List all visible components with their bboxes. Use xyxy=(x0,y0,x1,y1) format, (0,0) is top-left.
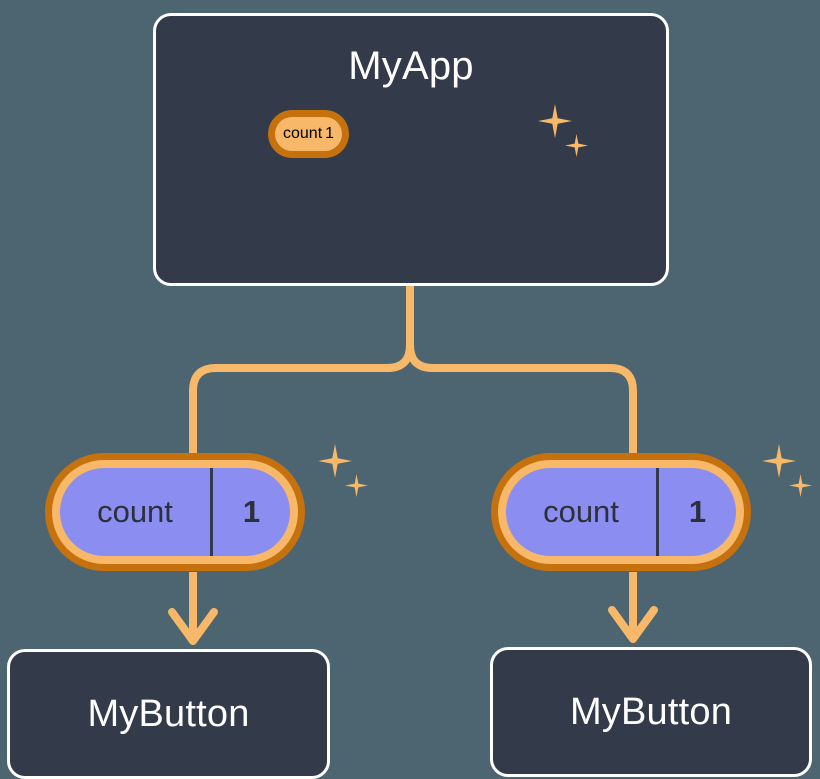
state-name: count xyxy=(97,494,173,529)
pill-body: count 1 xyxy=(506,468,736,556)
edge-root-to-left-child xyxy=(189,282,414,459)
state-value: 1 xyxy=(688,494,707,529)
component-node-myapp[interactable]: MyApp xyxy=(153,13,669,286)
pill-outer-ring: count 1 xyxy=(45,453,305,571)
pill-outer-ring: count 1 xyxy=(491,453,751,571)
sparkle-large-icon xyxy=(762,444,796,478)
sparkle-small-icon xyxy=(789,474,812,497)
component-node-mybutton-right[interactable]: MyButton xyxy=(490,647,812,777)
pill-divider xyxy=(656,468,659,556)
state-value: 1 xyxy=(242,494,261,529)
state-value: 1 xyxy=(325,125,335,142)
arrow-down-icon-left xyxy=(168,608,218,645)
state-pill-left-child[interactable]: count 1 xyxy=(45,453,305,571)
component-title-myapp: MyApp xyxy=(348,44,474,88)
pill-divider xyxy=(210,468,213,556)
state-pill-right-child[interactable]: count 1 xyxy=(491,453,751,571)
pill-inner-ring: count 1 xyxy=(52,460,298,564)
pill-outer-ring: count 1 xyxy=(268,110,350,158)
arrow-down-icon-right xyxy=(608,606,658,643)
pill-inner-ring: count 1 xyxy=(498,460,744,564)
component-title-mybutton-right: MyButton xyxy=(569,691,733,733)
state-pill-myapp[interactable]: count 1 xyxy=(268,110,350,158)
pill-body: count 1 xyxy=(60,468,290,556)
sparkle-small-icon xyxy=(345,474,368,497)
component-node-mybutton-left[interactable]: MyButton xyxy=(7,649,330,779)
component-title-mybutton-left: MyButton xyxy=(87,693,250,735)
sparkle-large-icon xyxy=(318,444,352,478)
state-name: count xyxy=(543,494,619,529)
pill-inner-ring: count 1 xyxy=(275,117,343,151)
pill-body: count 1 xyxy=(283,125,334,143)
edge-root-to-right-child xyxy=(406,282,637,459)
state-name: count xyxy=(283,125,323,142)
